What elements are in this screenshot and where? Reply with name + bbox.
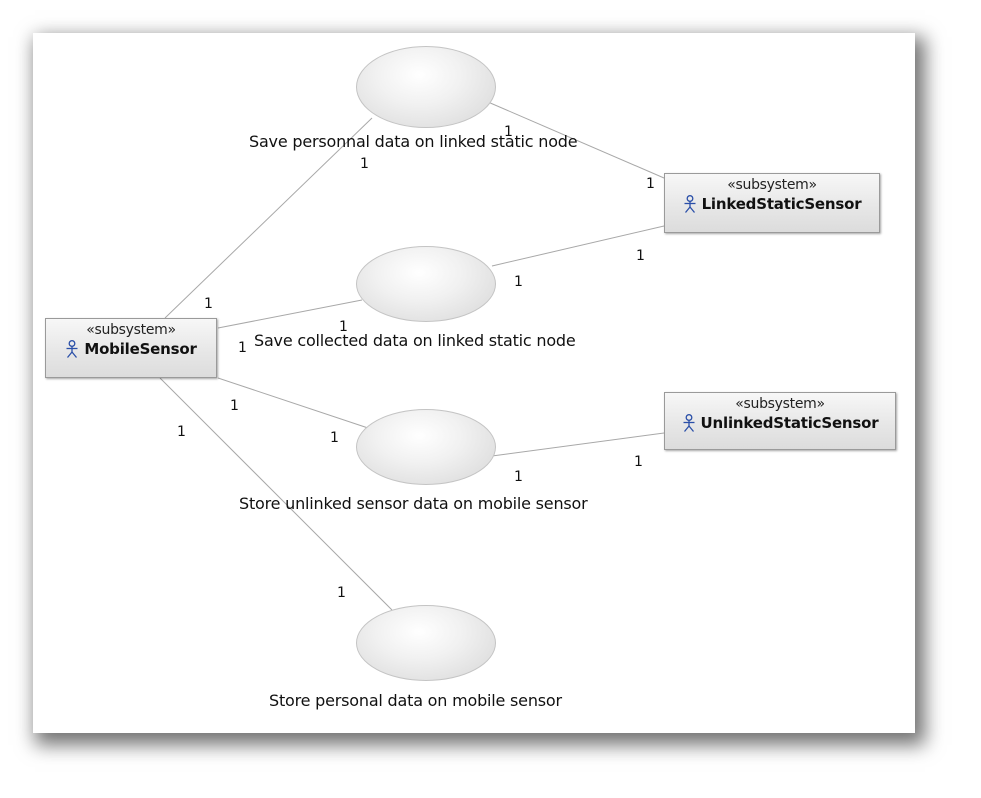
- edge-uc2-linked: [491, 225, 665, 267]
- actor-unlinked-static-sensor[interactable]: «subsystem» UnlinkedStaticSensor: [664, 392, 896, 450]
- edge-uc3-unlinked: [491, 432, 665, 457]
- use-case-label: Save personnal data on linked static nod…: [249, 132, 578, 151]
- use-case-ellipse[interactable]: [356, 246, 496, 322]
- multiplicity-label: 1: [230, 398, 239, 414]
- multiplicity-label: 1: [360, 156, 369, 172]
- actor-icon: [684, 195, 696, 213]
- multiplicity-label: 1: [514, 274, 523, 290]
- use-case-label: Store personal data on mobile sensor: [269, 691, 562, 710]
- stereotype-label: «subsystem»: [735, 396, 825, 412]
- actor-icon: [683, 414, 695, 432]
- actor-name: UnlinkedStaticSensor: [700, 414, 879, 432]
- multiplicity-label: 1: [504, 124, 513, 140]
- actor-icon: [66, 340, 78, 358]
- use-case-ellipse[interactable]: [356, 409, 496, 485]
- multiplicity-label: 1: [514, 469, 523, 485]
- actor-name: LinkedStaticSensor: [701, 195, 862, 213]
- edge-uc1-linked: [487, 101, 665, 179]
- edge-mobile-uc1: [164, 117, 373, 319]
- use-case-ellipse[interactable]: [356, 605, 496, 681]
- edge-mobile-uc4: [159, 377, 393, 611]
- actor-mobile-sensor[interactable]: «subsystem» MobileSensor: [45, 318, 217, 378]
- multiplicity-label: 1: [636, 248, 645, 264]
- use-case-label: Save collected data on linked static nod…: [254, 331, 576, 350]
- use-case-label: Store unlinked sensor data on mobile sen…: [239, 494, 588, 513]
- multiplicity-label: 1: [634, 454, 643, 470]
- edge-mobile-uc3: [217, 377, 369, 429]
- actor-name: MobileSensor: [84, 340, 197, 358]
- edge-mobile-uc2: [217, 299, 363, 329]
- multiplicity-label: 1: [204, 296, 213, 312]
- stereotype-label: «subsystem»: [86, 322, 176, 338]
- multiplicity-label: 1: [339, 319, 348, 335]
- multiplicity-label: 1: [238, 340, 247, 356]
- multiplicity-label: 1: [177, 424, 186, 440]
- multiplicity-label: 1: [330, 430, 339, 446]
- multiplicity-label: 1: [646, 176, 655, 192]
- stereotype-label: «subsystem»: [727, 177, 817, 193]
- actor-linked-static-sensor[interactable]: «subsystem» LinkedStaticSensor: [664, 173, 880, 233]
- multiplicity-label: 1: [337, 585, 346, 601]
- use-case-ellipse[interactable]: [356, 46, 496, 128]
